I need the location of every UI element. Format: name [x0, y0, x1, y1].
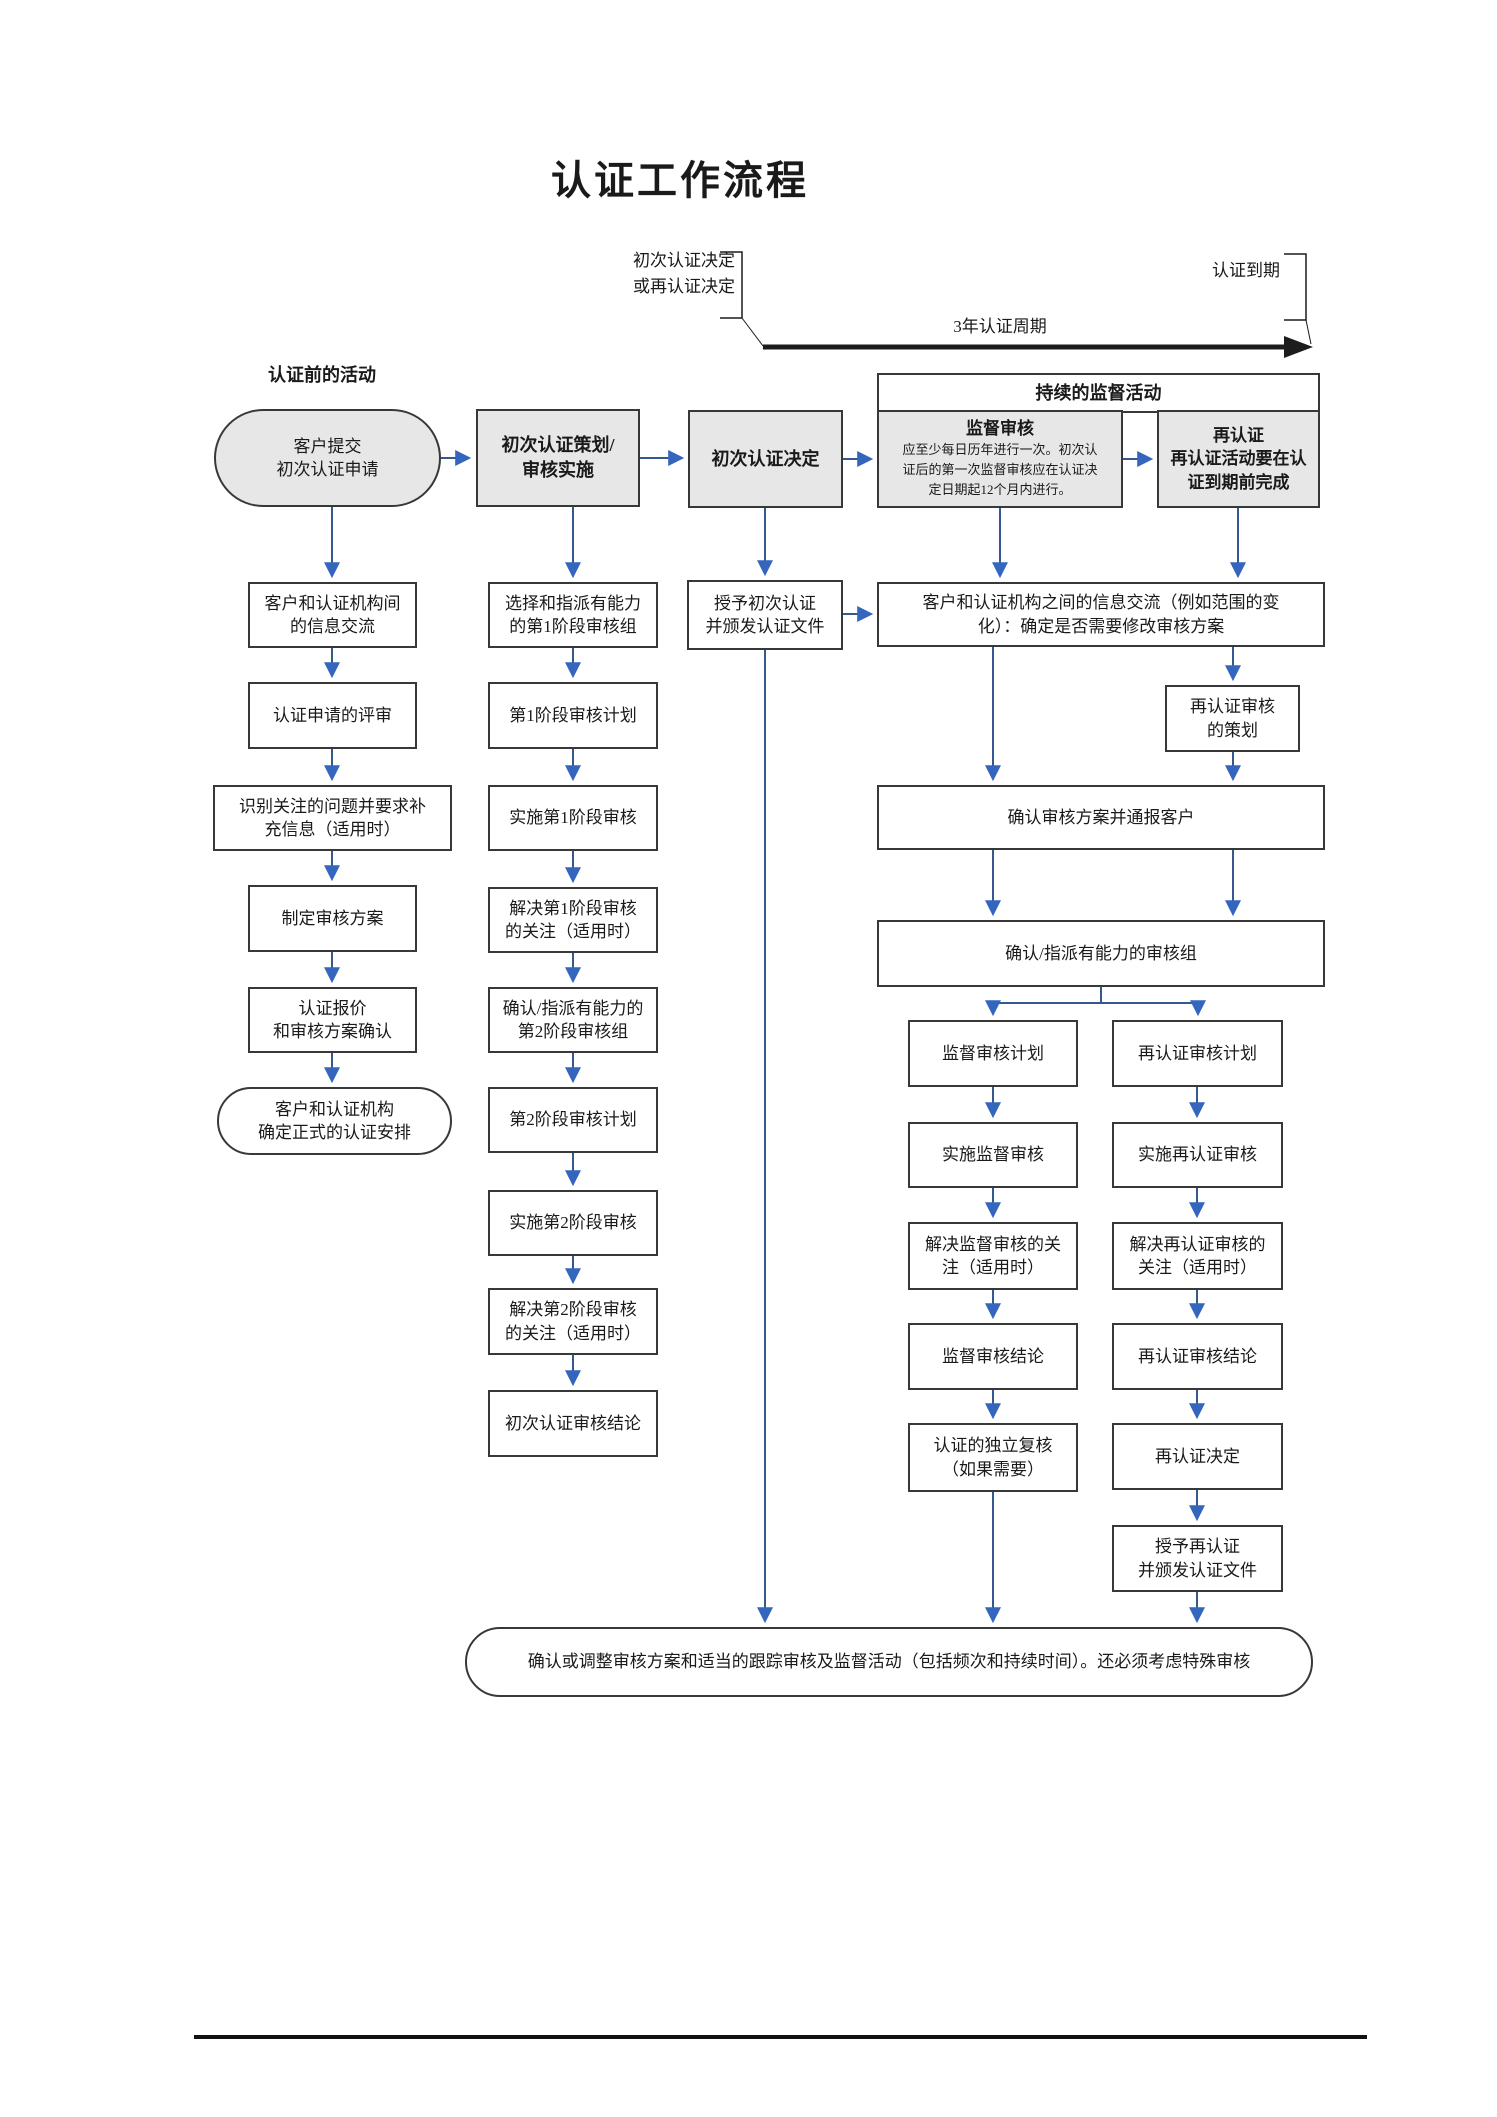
node-customer-application: 客户提交 初次认证申请 [214, 409, 441, 507]
node-independent-review: 认证的独立复核 （如果需要） [908, 1423, 1078, 1492]
node-stage2-conduct: 实施第2阶段审核 [488, 1190, 658, 1256]
node-initial-cert-planning: 初次认证策划/ 审核实施 [476, 409, 640, 507]
node-client-info-exchange-wide: 客户和认证机构之间的信息交流（例如范围的变 化）：确定是否需要修改审核方案 [877, 582, 1325, 647]
node-develop-audit-programme: 制定审核方案 [248, 885, 417, 952]
node-stage1-team: 选择和指派有能力 的第1阶段审核组 [488, 582, 658, 648]
node-quote-and-programme-confirmation: 认证报价 和审核方案确认 [248, 987, 417, 1053]
band-ongoing-surveillance: 持续的监督活动 [877, 373, 1320, 413]
label-cert-expiry: 认证到期 [1212, 261, 1280, 280]
node-surveillance-audit: 监督审核 应至少每日历年进行一次。初次认 证后的第一次监督审核应在认证决 定日期… [877, 410, 1123, 508]
node-stage1-plan: 第1阶段审核计划 [488, 682, 658, 749]
label-pre-certification-activities: 认证前的活动 [268, 365, 376, 385]
node-grant-recert: 授予再认证 并颁发认证文件 [1112, 1525, 1283, 1592]
node-resolve-surv-concerns: 解决监督审核的关 注（适用时） [908, 1222, 1078, 1290]
node-conduct-recert-audit: 实施再认证审核 [1112, 1122, 1283, 1188]
page-title: 认证工作流程 [551, 158, 809, 203]
node-initial-audit-conclusion: 初次认证审核结论 [488, 1390, 658, 1457]
label-3yr-cert-cycle: 3年认证周期 [953, 317, 1047, 336]
node-initial-cert-decision: 初次认证决定 [688, 410, 843, 508]
node-recert-audit-conclusion: 再认证审核结论 [1112, 1323, 1283, 1390]
node-confirm-audit-team: 确认/指派有能力的审核组 [877, 920, 1325, 987]
node-stage2-team: 确认/指派有能力的 第2阶段审核组 [488, 987, 658, 1053]
node-surv-audit-conclusion: 监督审核结论 [908, 1323, 1078, 1390]
flow-connectors [324, 450, 1246, 1624]
node-application-review: 认证申请的评审 [248, 682, 417, 749]
node-stage2-plan: 第2阶段审核计划 [488, 1087, 658, 1153]
node-stage2-concerns: 解决第2阶段审核 的关注（适用时） [488, 1288, 658, 1355]
node-conduct-surv-audit: 实施监督审核 [908, 1122, 1078, 1188]
node-recert-audit-planning: 再认证审核 的策划 [1165, 685, 1300, 752]
label-initial-or-recert-decision: 初次认证决定 或再认证决定 [633, 251, 735, 296]
node-stage1-concerns: 解决第1阶段审核 的关注（适用时） [488, 887, 658, 953]
surveillance-audit-body: 应至少每日历年进行一次。初次认 证后的第一次监督审核应在认证决 定日期起12个月… [902, 441, 1098, 498]
node-formal-cert-arrangement: 客户和认证机构 确定正式的认证安排 [217, 1087, 452, 1155]
node-bottom-note: 确认或调整审核方案和适当的跟踪审核及监督活动（包括频次和持续时间）。还必须考虑特… [465, 1627, 1313, 1697]
surveillance-audit-title: 监督审核 [966, 418, 1034, 438]
timeline-graphic [720, 251, 1313, 358]
node-identify-concerns: 识别关注的问题并要求补 充信息（适用时） [213, 785, 452, 851]
node-recertification: 再认证 再认证活动要在认 证到期前完成 [1157, 410, 1320, 508]
node-confirm-programme-notify-client: 确认审核方案并通报客户 [877, 785, 1325, 850]
node-info-exchange: 客户和认证机构间 的信息交流 [248, 582, 417, 648]
node-resolve-recert-concerns: 解决再认证审核的 关注（适用时） [1112, 1222, 1283, 1290]
node-recert-audit-plan: 再认证审核计划 [1112, 1020, 1283, 1087]
node-grant-initial-cert: 授予初次认证 并颁发认证文件 [687, 580, 843, 650]
node-surv-audit-plan: 监督审核计划 [908, 1020, 1078, 1087]
node-recert-decision: 再认证决定 [1112, 1423, 1283, 1490]
node-stage1-conduct: 实施第1阶段审核 [488, 785, 658, 851]
